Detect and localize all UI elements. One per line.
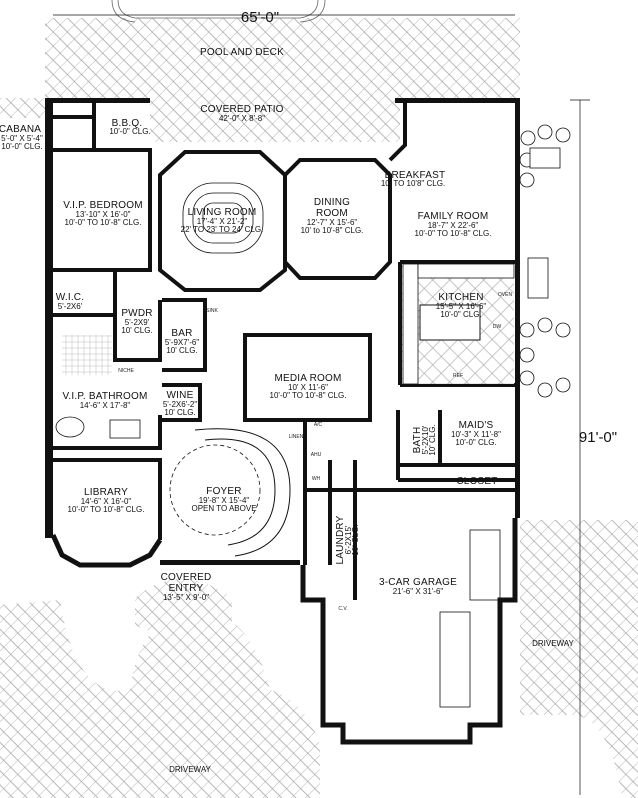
bbq-clg: 10'-0" CLG.: [109, 127, 150, 136]
library-clg: 10'-0" TO 10'-8" CLG.: [68, 505, 145, 514]
exterior-walls: [45, 98, 520, 745]
maids-dim: 10'-3" X 11'-8": [451, 430, 501, 439]
garage-label: 3-CAR GARAGE: [379, 577, 457, 588]
bar-clg: 10' CLG.: [166, 346, 197, 355]
media-room-label: MEDIA ROOM: [274, 373, 341, 384]
vip-bedroom-label: V.I.P. BEDROOM: [63, 200, 143, 211]
laundry-dim: 6'-2X15': [344, 525, 353, 554]
room-labels: 65'-0" 91'-0" POOL AND DECK COVERED PATI…: [0, 9, 617, 774]
vip-bedroom-clg: 10'-0" TO 10'-8" CLG.: [65, 218, 142, 227]
family-room-label: FAMILY ROOM: [418, 211, 489, 222]
cv-tag: C.V.: [338, 606, 347, 612]
pool-deck: [0, 0, 520, 118]
bar-dim: 5'-9X7'-6": [165, 338, 200, 347]
wh-tag: WH: [312, 476, 321, 482]
vip-bedroom-dim: 13'-10" X 16'-0": [76, 210, 131, 219]
covered-entry-label: COVERED: [161, 572, 212, 583]
living-room-clg: 22' TO 23' TO 24' CLG.: [181, 225, 264, 234]
interior-walls: [53, 103, 515, 600]
media-room-dim: 10' X 11'-6": [288, 383, 328, 392]
vip-bath-floor: [55, 335, 141, 439]
laundry-label: LAUNDRY: [335, 515, 346, 564]
breakfast-label: BREAKFAST: [385, 170, 446, 181]
bath-clg: 10' CLG.: [428, 424, 437, 455]
wic-dim: 5'-2X6': [58, 302, 83, 311]
linen-tag: LINEN: [289, 434, 304, 440]
dining-label-2: ROOM: [316, 208, 348, 219]
living-room-label: LIVING ROOM: [188, 207, 257, 218]
kitchen-floor: [402, 263, 515, 385]
pwdr-clg: 10' CLG.: [121, 326, 152, 335]
driveway-right-label: DRIVEWAY: [532, 639, 574, 648]
landscape-shrubs: [519, 124, 571, 398]
dimension-lines: [53, 14, 590, 795]
pool-label: POOL AND DECK: [200, 47, 284, 58]
covered-entry-label-2: ENTRY: [169, 583, 204, 594]
media-room-clg: 10'-0" TO 10'-8" CLG.: [270, 391, 347, 400]
patio-dim: 42'-0" X 8'-8": [219, 114, 265, 123]
driveway-bottom-label: DRIVEWAY: [169, 765, 211, 774]
bar-label: BAR: [171, 328, 192, 339]
dining-dim: 12'-7" X 15'-6": [307, 218, 358, 227]
wic-label: W.I.C.: [56, 292, 84, 303]
dw-tag: DW: [493, 324, 502, 330]
fixture-tags: REF OVEN DW A/C AHU WH C.V. LINEN SINK N…: [118, 292, 512, 612]
kitchen-label: KITCHEN: [438, 292, 483, 303]
patio-paving: [150, 100, 400, 142]
entry-paving: [135, 579, 232, 638]
library-label: LIBRARY: [84, 487, 128, 498]
foyer-label: FOYER: [206, 486, 241, 497]
oven-tag: OVEN: [498, 292, 513, 298]
library-dim: 14'-6" X 16'-0": [81, 497, 132, 506]
overall-depth-dim: 91'-0": [579, 429, 617, 446]
garage-dim: 21'-6" X 31'-6": [393, 587, 444, 596]
living-room-dim: 17'-4" X 21'-2": [197, 217, 248, 226]
overall-width-dim: 65'-0": [241, 9, 279, 26]
wine-dim: 5'-2X6'-2": [163, 400, 198, 409]
closet-label: CLOSET: [456, 476, 497, 487]
driveway-right-paving: [520, 520, 638, 798]
foyer-dim: 19'-8" X 15'-4": [199, 496, 250, 505]
breakfast-clg: 10' TO 10'8" CLG.: [381, 179, 445, 188]
family-room-dim: 18'-7" X 22'-6": [428, 221, 479, 230]
refr-tag: REF: [453, 373, 463, 379]
niche-tag: NICHE: [118, 368, 134, 374]
vip-bath-dim: 14'-6" X 17'-8": [80, 401, 131, 410]
bbq-label: B.B.Q.: [112, 118, 143, 129]
wine-clg: 10' CLG.: [164, 408, 195, 417]
bath-label: BATH: [412, 427, 423, 454]
garage-doors: [439, 529, 501, 708]
wine-label: WINE: [167, 390, 194, 401]
kitchen-clg: 10'-0" CLG.: [440, 310, 481, 319]
ac-tag: A/C: [314, 422, 323, 428]
maids-label: MAID'S: [459, 420, 494, 431]
kitchen-dim: 15'-5" X 16'-6": [436, 302, 487, 311]
laundry-clg: 10' CLG.: [351, 524, 360, 555]
dining-label: DINING: [314, 197, 350, 208]
family-room-clg: 10'-0" TO 10'-8" CLG.: [415, 229, 492, 238]
pwdr-dim: 5'-2X9': [125, 318, 150, 327]
vip-bath-label: V.I.P. BATHROOM: [62, 391, 147, 402]
cabana-dim: 5'-0" X 5'-4": [1, 134, 43, 143]
foyer-stair: [169, 428, 291, 557]
cabana-clg: 10'-0" CLG.: [1, 142, 42, 151]
patio-label: COVERED PATIO: [200, 104, 283, 115]
driveway-bottom-paving: [0, 600, 320, 798]
living-rug: [182, 182, 264, 254]
pwdr-label: PWDR: [121, 308, 152, 319]
cabana-label: CABANA: [0, 124, 41, 135]
dining-clg: 10' to 10'-8" CLG.: [301, 226, 364, 235]
sink-tag: SINK: [206, 308, 218, 314]
maids-clg: 10'-0" CLG.: [455, 438, 496, 447]
covered-entry-dim: 13'-5" X 9'-0": [163, 593, 209, 602]
ahu-tag: AHU: [311, 452, 322, 458]
foyer-clg: OPEN TO ABOVE: [191, 504, 256, 513]
bath-dim: 5'-2X10': [421, 425, 430, 454]
